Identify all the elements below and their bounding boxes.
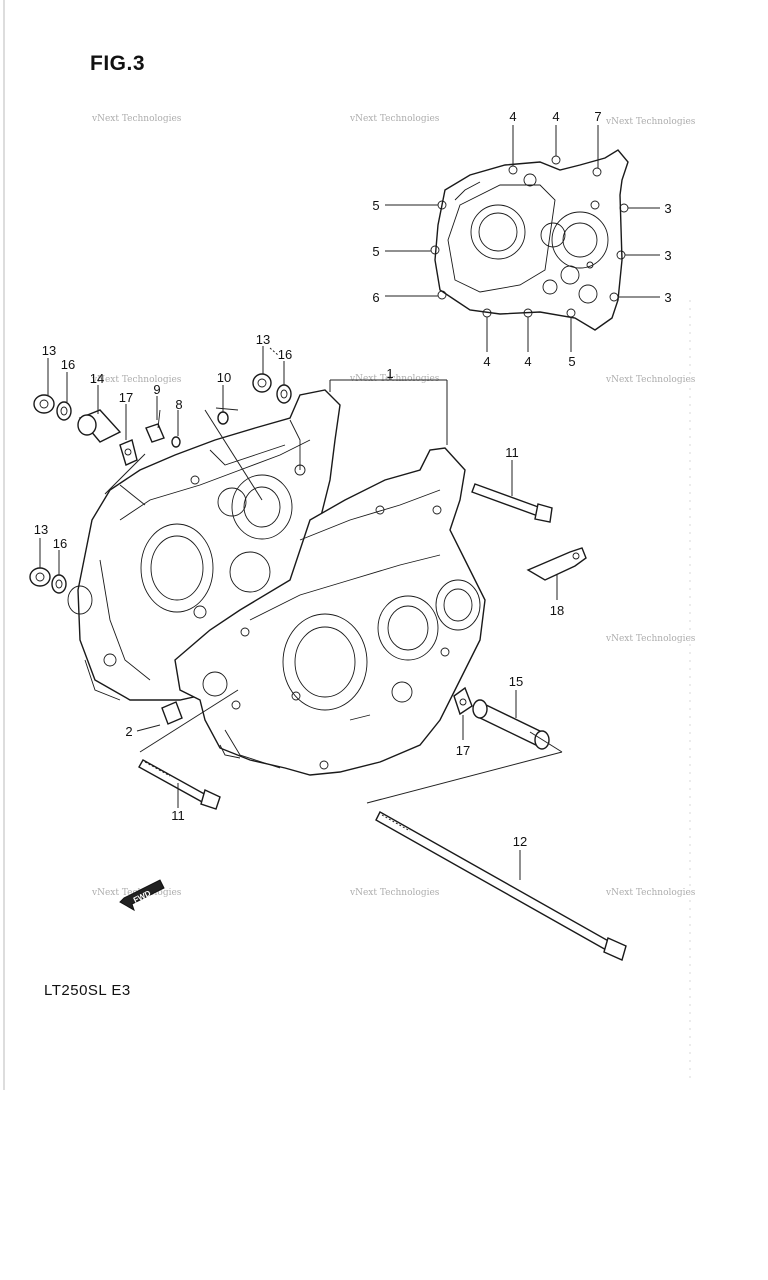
washer-16-mid-left <box>51 574 67 594</box>
plate-17-top <box>119 439 138 466</box>
forward-direction-arrow-icon: FWD <box>119 879 165 912</box>
plate-17-lower <box>453 686 473 716</box>
callout-5: 5 <box>372 198 379 213</box>
callout-6: 6 <box>372 290 379 305</box>
watermark: vNext Technologies <box>606 375 696 385</box>
callout-5: 5 <box>568 354 575 369</box>
watermark: vNext Technologies <box>606 117 696 127</box>
model-code-label: LT250SL E3 <box>44 982 131 999</box>
figure-title: FIG.3 <box>90 52 146 75</box>
watermark: vNext Technologies <box>350 888 440 898</box>
callout-13: 13 <box>42 343 56 358</box>
nut-13-top <box>252 373 272 393</box>
callout-labels: 4 4 7 5 3 5 3 6 3 4 4 5 13 16 14 9 17 8 … <box>34 109 672 849</box>
washer-16-top <box>276 384 292 404</box>
bolt-11-lower <box>138 759 221 810</box>
callout-13: 13 <box>34 522 48 537</box>
callout-4: 4 <box>483 354 490 369</box>
crankcase-gasket <box>430 149 629 331</box>
callout-15: 15 <box>509 674 523 689</box>
watermark: vNext Technologies <box>350 374 440 384</box>
callout-17: 17 <box>456 743 470 758</box>
watermark: vNext Technologies <box>350 114 440 124</box>
pipe-15 <box>472 699 550 750</box>
watermark: vNext Technologies <box>606 634 696 644</box>
bolt-11-upper <box>471 483 553 523</box>
nut-13-mid-left <box>29 567 51 587</box>
crankcase-right-half <box>174 447 486 776</box>
callout-8: 8 <box>175 397 182 412</box>
callout-7: 7 <box>594 109 601 124</box>
callout-1: 1 <box>386 366 393 381</box>
oring-10 <box>217 411 229 425</box>
callout-10: 10 <box>217 370 231 385</box>
callout-14: 14 <box>90 371 104 386</box>
leader-lines <box>39 346 563 880</box>
callout-4: 4 <box>552 109 559 124</box>
gasket-leader-lines <box>385 125 660 352</box>
callout-17: 17 <box>119 390 133 405</box>
callout-5: 5 <box>372 244 379 259</box>
callout-3: 3 <box>664 248 671 263</box>
callout-3: 3 <box>664 201 671 216</box>
callout-11: 11 <box>505 445 519 460</box>
watermark: vNext Technologies <box>92 375 182 385</box>
callout-18: 18 <box>550 603 564 618</box>
callout-16: 16 <box>278 347 292 362</box>
callout-16: 16 <box>53 536 67 551</box>
switch-9 <box>145 409 165 443</box>
sleeve-14 <box>77 409 122 443</box>
fwd-label: FWD <box>132 889 153 905</box>
bracket-18 <box>526 547 587 581</box>
callout-12: 12 <box>513 834 527 849</box>
watermark: vNext Technologies <box>92 114 182 124</box>
callout-11: 11 <box>171 808 185 823</box>
callout-9: 9 <box>153 382 160 397</box>
watermark: vNext Technologies <box>606 888 696 898</box>
washer-16-top-left <box>56 401 72 421</box>
callout-4: 4 <box>509 109 516 124</box>
washer-8 <box>171 436 181 448</box>
callout-3: 3 <box>664 290 671 305</box>
callout-2: 2 <box>125 724 132 739</box>
callout-4: 4 <box>524 354 531 369</box>
dowel-2 <box>161 701 183 725</box>
callout-13: 13 <box>256 332 270 347</box>
stud-12 <box>375 811 627 961</box>
nut-13-top-left <box>33 394 55 414</box>
callout-16: 16 <box>61 357 75 372</box>
